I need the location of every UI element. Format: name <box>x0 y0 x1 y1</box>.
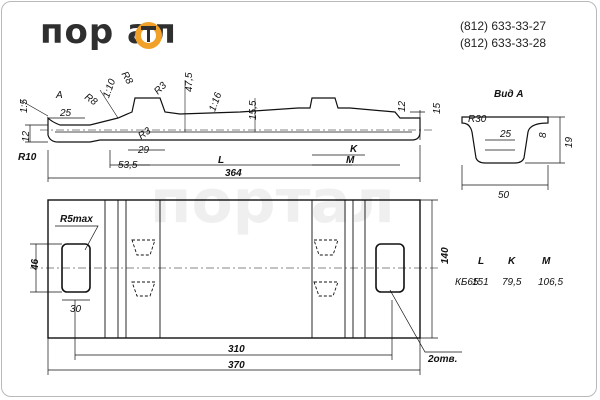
logo[interactable]: пор ал <box>40 12 230 58</box>
label-30: 30 <box>70 304 82 315</box>
view-a-25: 25 <box>499 129 512 140</box>
dim-height-12 <box>25 124 48 143</box>
plan-inner-lines <box>104 200 366 338</box>
label-holes: 2отв. <box>427 354 457 365</box>
view-a-dim-50 <box>461 165 549 190</box>
dimension-table: L K M КБ65 151 79,5 106,5 <box>455 256 563 288</box>
label-12-left: 12 <box>21 130 32 142</box>
rail-seat-marks <box>131 239 339 297</box>
label-364: 364 <box>225 168 242 179</box>
view-a-50: 50 <box>498 190 510 201</box>
view-a-labels: Вид А R30 25 8 19 50 <box>468 89 575 201</box>
label-r8-a: R8 <box>82 92 99 109</box>
plan-outline <box>47 199 421 339</box>
table-row-name: КБ65 <box>455 277 479 288</box>
table-header-K: K <box>508 256 516 267</box>
leader-holes <box>389 289 462 353</box>
label-12-right: 12 <box>397 100 408 112</box>
dim-46 <box>30 243 62 293</box>
label-slope-1-5: 1:5 <box>19 99 30 113</box>
label-L: L <box>218 155 224 166</box>
phone-2[interactable]: (812) 633-33-28 <box>460 36 547 50</box>
table-cell-K: 79,5 <box>502 277 522 288</box>
profile-outline <box>47 97 421 143</box>
view-a-8: 8 <box>538 132 549 138</box>
leader-r5max <box>55 225 99 251</box>
label-view-A-arrow: A <box>55 90 63 101</box>
label-M: M <box>346 155 355 166</box>
phone-list: (812) 633-33-27 (812) 633-33-28 <box>460 18 546 52</box>
label-15-5: 15,5 <box>248 100 259 120</box>
label-slope-1-10: 1:10 <box>101 77 118 99</box>
dim-140 <box>420 199 438 339</box>
table-header-M: M <box>542 256 551 267</box>
label-370: 370 <box>228 360 245 371</box>
label-53-5: 53,5 <box>118 160 138 171</box>
table-cell-M: 106,5 <box>538 277 563 288</box>
label-r8-b: R8 <box>119 70 135 87</box>
view-a-title: Вид А <box>494 89 524 100</box>
watermark-text: портал <box>150 167 395 237</box>
label-r3-a: R3 <box>152 80 169 97</box>
table-header-L: L <box>478 256 484 267</box>
label-15-right: 15 <box>432 102 443 114</box>
hole-left <box>61 243 91 293</box>
label-r10: R10 <box>18 152 37 163</box>
label-46: 46 <box>30 258 41 271</box>
slope-leader <box>19 89 119 119</box>
dim-370 <box>47 338 421 375</box>
view-a-r30: R30 <box>468 114 487 125</box>
label-140: 140 <box>440 247 451 264</box>
label-47-5: 47,5 <box>184 72 195 92</box>
hole-right <box>375 243 405 293</box>
view-a-19: 19 <box>564 136 575 148</box>
plan-labels: R5max 46 30 140 310 370 2отв. <box>30 214 457 371</box>
label-25: 25 <box>59 108 72 119</box>
table-cell-L: 151 <box>472 277 489 288</box>
dim-310 <box>74 300 393 360</box>
dim-364 <box>47 145 421 182</box>
logo-t-stem-icon <box>147 26 150 42</box>
view-a-dim-19 <box>525 116 565 164</box>
dim-535 <box>109 150 150 168</box>
dim-height-15 <box>410 110 425 140</box>
label-r5max: R5max <box>60 214 93 225</box>
view-a-outline <box>461 116 549 164</box>
phone-1[interactable]: (812) 633-33-27 <box>460 19 547 33</box>
label-310: 310 <box>228 344 245 355</box>
label-29: 29 <box>137 145 150 156</box>
label-slope-1-16: 1:16 <box>207 91 224 113</box>
label-K: K <box>350 144 358 155</box>
